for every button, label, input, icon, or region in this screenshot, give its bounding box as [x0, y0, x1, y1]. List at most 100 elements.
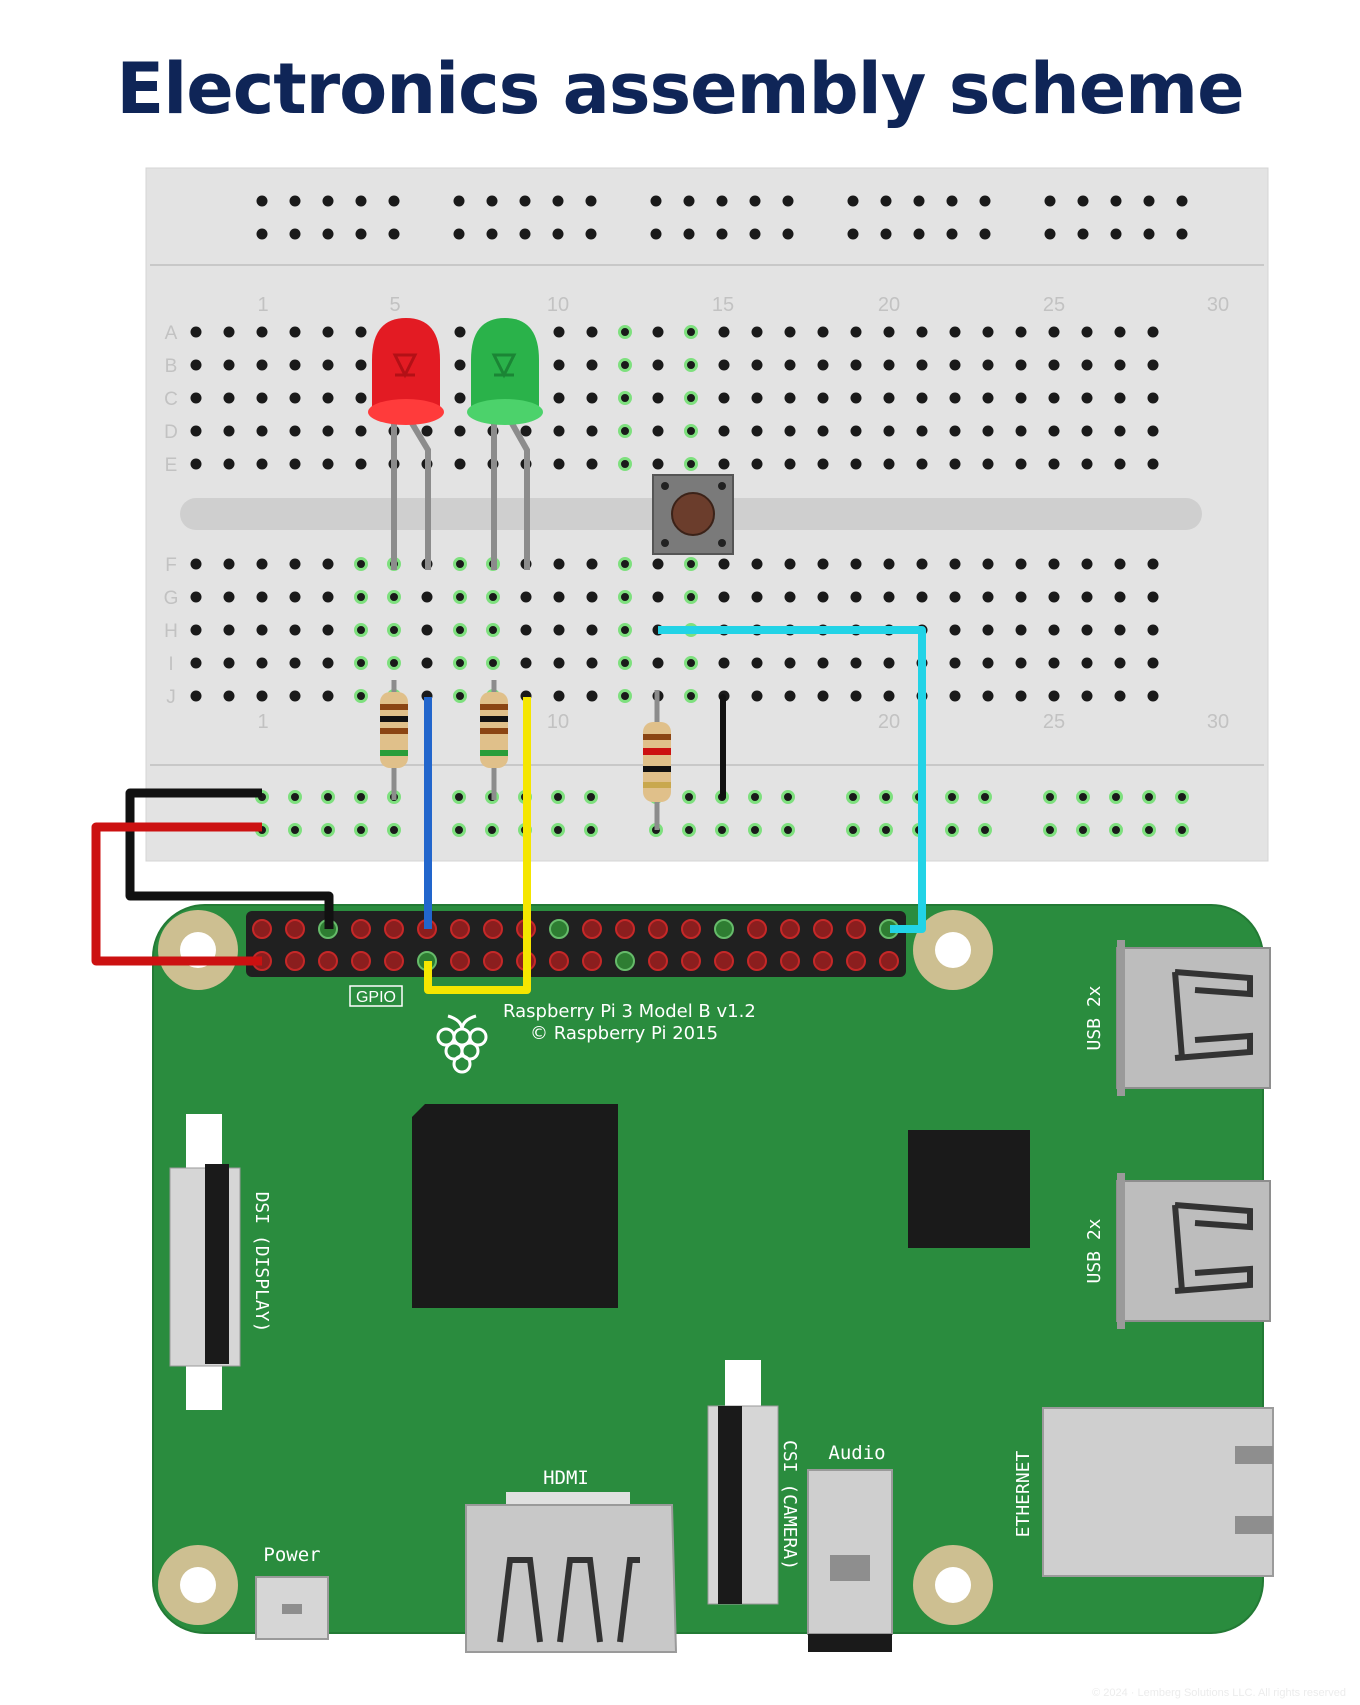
breadboard-hole: [586, 591, 598, 603]
usb-label-top: USB 2x: [1084, 985, 1105, 1050]
breadboard-hole: [190, 392, 202, 404]
gpio-pin: [582, 951, 602, 971]
row-letter: D: [164, 422, 178, 443]
power-rail-hole: [354, 823, 368, 837]
breadboard-hole: [784, 690, 796, 702]
power-rail-hole: [387, 823, 401, 837]
breadboard-hole: [751, 591, 763, 603]
power-rail-hole: [388, 228, 400, 240]
gpio-pin: [384, 919, 404, 939]
breadboard-hole: [586, 326, 598, 338]
breadboard-hole: [1147, 425, 1159, 437]
gpio-pin: [747, 919, 767, 939]
column-number: 10: [547, 294, 569, 316]
breadboard-hole: [1114, 392, 1126, 404]
breadboard-hole: [354, 656, 368, 670]
power-rail-hole: [1044, 228, 1056, 240]
breadboard-hole: [618, 656, 632, 670]
power-rail-hole: [847, 228, 859, 240]
breadboard-hole: [289, 690, 301, 702]
breadboard-hole: [850, 558, 862, 570]
row-letter: J: [166, 687, 176, 708]
breadboard-hole: [421, 591, 433, 603]
breadboard-hole: [322, 326, 334, 338]
breadboard-hole: [1147, 591, 1159, 603]
breadboard-hole: [949, 558, 961, 570]
breadboard-hole: [684, 325, 698, 339]
power-rail-hole: [1110, 195, 1122, 207]
gpio-pin: [549, 919, 569, 939]
power-rail-hole: [650, 195, 662, 207]
breadboard-hole: [817, 392, 829, 404]
breadboard-hole: [190, 458, 202, 470]
column-number: 10: [547, 711, 569, 733]
power-rail-hole: [1043, 790, 1057, 804]
gpio-pin: [318, 951, 338, 971]
breadboard-hole: [256, 624, 268, 636]
breadboard-hole: [916, 359, 928, 371]
breadboard-hole: [190, 425, 202, 437]
breadboard-hole: [684, 424, 698, 438]
power-rail-hole: [289, 228, 301, 240]
page-title: Electronics assembly scheme: [116, 48, 1244, 130]
breadboard-hole: [223, 690, 235, 702]
breadboard-hole: [618, 358, 632, 372]
power-rail-hole: [846, 823, 860, 837]
power-rail-hole: [321, 790, 335, 804]
breadboard-hole: [1147, 458, 1159, 470]
breadboard-hole: [520, 425, 532, 437]
breadboard-hole: [421, 425, 433, 437]
power-rail-hole: [322, 228, 334, 240]
breadboard-hole: [1048, 458, 1060, 470]
breadboard-hole: [223, 657, 235, 669]
breadboard-hole: [618, 391, 632, 405]
breadboard-hole: [949, 624, 961, 636]
breadboard-hole: [652, 591, 664, 603]
breadboard-hole: [751, 690, 763, 702]
breadboard-hole: [190, 359, 202, 371]
breadboard-hole: [586, 657, 598, 669]
breadboard-hole: [618, 557, 632, 571]
breadboard-hole: [982, 558, 994, 570]
breadboard-hole: [256, 558, 268, 570]
row-letter: C: [164, 389, 178, 410]
column-number: 15: [712, 294, 734, 316]
breadboard-hole: [1048, 690, 1060, 702]
power-rail-hole: [946, 195, 958, 207]
power-rail-hole: [880, 228, 892, 240]
audio-jack: [807, 1469, 893, 1652]
breadboard-hole: [1015, 690, 1027, 702]
power-rail-hole: [256, 228, 268, 240]
row-letter: G: [164, 588, 179, 609]
breadboard-hole: [289, 359, 301, 371]
breadboard-hole: [190, 624, 202, 636]
breadboard-hole: [916, 425, 928, 437]
red-led-leg: [407, 418, 431, 570]
power-rail-hole: [782, 228, 794, 240]
gpio-pin: [681, 951, 701, 971]
breadboard-hole: [289, 326, 301, 338]
breadboard-hole: [982, 458, 994, 470]
breadboard-hole: [355, 425, 367, 437]
breadboard-hole: [289, 657, 301, 669]
breadboard-hole: [1114, 458, 1126, 470]
breadboard-hole: [1114, 591, 1126, 603]
breadboard-hole: [784, 392, 796, 404]
row-letter: E: [165, 455, 178, 476]
breadboard-hole: [322, 392, 334, 404]
breadboard-hole: [256, 425, 268, 437]
breadboard-hole: [784, 558, 796, 570]
red-led: [368, 318, 444, 425]
breadboard-hole: [916, 326, 928, 338]
breadboard-hole: [1081, 558, 1093, 570]
breadboard-hole: [982, 392, 994, 404]
breadboard-hole: [1114, 624, 1126, 636]
breadboard-hole: [949, 458, 961, 470]
breadboard-hole: [982, 425, 994, 437]
breadboard-hole: [223, 425, 235, 437]
power-rail-hole: [846, 790, 860, 804]
breadboard-hole: [684, 557, 698, 571]
breadboard-hole: [652, 326, 664, 338]
breadboard-hole: [1015, 624, 1027, 636]
